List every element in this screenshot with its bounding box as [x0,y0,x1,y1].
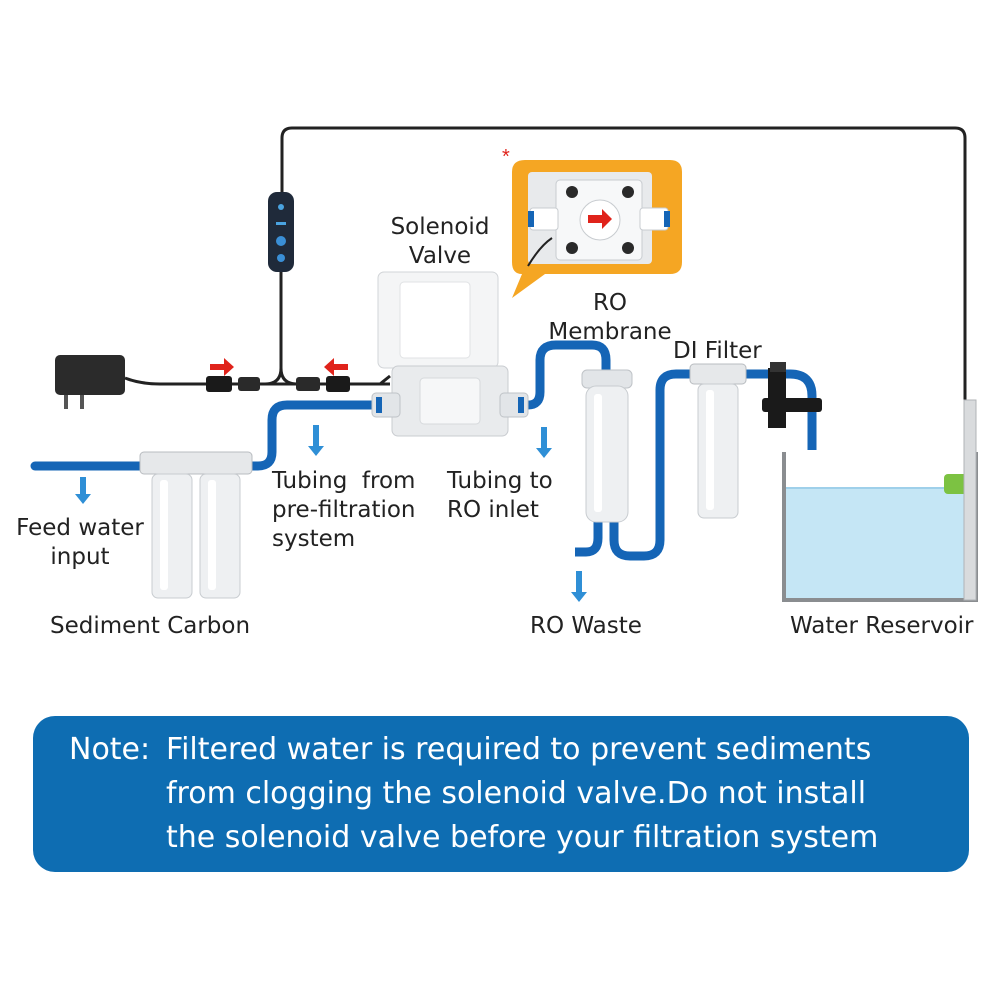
note-line-3: the solenoid valve before your filtratio… [166,820,879,855]
power-connector-right [238,377,260,391]
valve-cable [264,367,283,386]
control-cable [280,126,967,478]
di-filter [689,363,747,519]
power-connector-left [206,376,232,392]
valve-lead [350,374,391,386]
flow-arrow-waste [571,571,587,602]
float-valve [762,362,822,428]
valve-detail-callout [512,160,682,298]
note-line-1: Filtered water is required to prevent se… [166,732,872,767]
direction-arrow-left [324,358,348,376]
water-reservoir-label: Water Reservoir [790,613,974,639]
controller-box[interactable] [268,192,294,272]
sediment-carbon-filters [139,451,253,599]
solenoid-valve[interactable] [371,271,529,437]
di-filter-label: DI Filter [673,338,762,364]
power-cable [124,376,390,386]
callout-marker: * [502,146,510,168]
flow-arrow-tubing-from [308,425,324,456]
di-output-tube [740,369,817,450]
sediment-carbon-label: Sediment Carbon [50,613,251,639]
valve-connector-left [296,377,320,391]
float-switch [944,399,977,601]
valve-connector-right [326,376,350,392]
note-prefix: Note: [69,732,151,767]
direction-arrow-right [210,358,234,376]
flow-arrow-feed [75,477,91,504]
note-line-2: from clogging the solenoid valve.Do not … [166,776,867,811]
ro-membrane [581,369,633,523]
note-box: Note: Filtered water is required to prev… [33,716,969,872]
ro-waste-tube [575,520,603,557]
ro-waste-label: RO Waste [530,613,642,639]
pre-filtration-tube [245,400,382,471]
power-adapter [55,355,125,409]
ro-inlet-tube [520,340,611,410]
controller-cable [279,272,298,386]
flow-arrows [75,425,587,602]
water-reservoir [782,452,978,602]
ro-to-di-tube [609,369,700,561]
flow-arrow-tubing-to [536,427,552,458]
